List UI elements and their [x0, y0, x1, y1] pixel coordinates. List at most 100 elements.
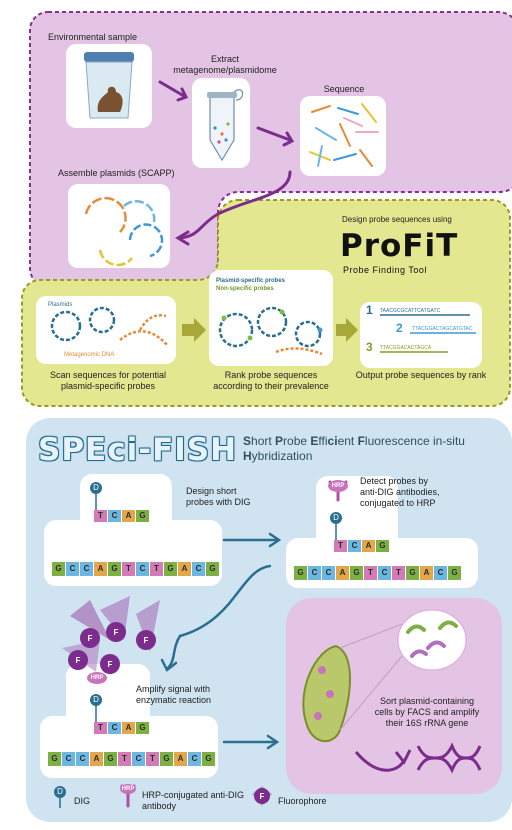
blue-arrows [160, 532, 282, 750]
fluor-letter-3: F [143, 636, 149, 645]
probe3-base: A [122, 722, 135, 734]
probe-detect-illustration [328, 480, 348, 540]
environmental-sample-label: Environmental sample [48, 32, 138, 42]
target1-base: C [136, 562, 149, 576]
top-arrows [158, 80, 295, 246]
assembled-card [68, 184, 170, 268]
amplify-card-top [66, 664, 150, 732]
probe1-base: C [108, 510, 121, 522]
target3-base: T [146, 752, 159, 766]
target3-base: G [202, 752, 215, 766]
target2-base: C [308, 566, 321, 580]
target1-base: C [80, 562, 93, 576]
target2-base: G [448, 566, 461, 580]
subtitle-part: E [310, 434, 319, 448]
hrp-label-probe2: HRP [331, 483, 345, 489]
subtitle-part: ybridization [251, 449, 313, 463]
target1-base: G [52, 562, 65, 576]
fluor-letter-1: F [87, 634, 93, 643]
probe1-base: A [122, 510, 135, 522]
sequence-card [300, 96, 386, 176]
legend-hrp-letter: HRP [121, 786, 135, 792]
legend-hrp-label: HRP-conjugated anti-DIG antibody [142, 790, 245, 811]
rank-2: 2 [396, 321, 403, 335]
target1-base: G [206, 562, 219, 576]
target2-base: A [336, 566, 349, 580]
speci-fish-subtitle: Short Probe Efficient Fluorescence in-si… [243, 434, 483, 464]
target2-base: T [392, 566, 405, 580]
rank-label: Rank probe sequences according to their … [213, 370, 329, 391]
target1-base: C [66, 562, 79, 576]
target3-base: C [188, 752, 201, 766]
target1-base: A [94, 562, 107, 576]
sequence-reads-icon [309, 103, 379, 167]
speci-fish-title: SPEci-FISH [38, 432, 238, 468]
extraction-tube-icon [207, 89, 244, 162]
fluor-letter-5: F [107, 660, 113, 669]
sample-cup-icon [84, 52, 134, 119]
target3-base: C [76, 752, 89, 766]
rank-card [209, 270, 333, 366]
probe2-base: T [334, 540, 347, 552]
fluor-letter-4: F [75, 656, 81, 665]
olive-arrows [182, 318, 358, 342]
probe1-base: G [136, 510, 149, 522]
legend-dig-letter: D [57, 787, 63, 796]
probe1-base: T [94, 510, 107, 522]
metagenomic-dna-label: Metagenomic DNA [64, 352, 115, 358]
design-short-label: Design short probes with DIG [186, 486, 251, 507]
subtitle-part: hort [251, 434, 276, 448]
probe-design-illustration [90, 482, 102, 510]
legend-fluor-label: Fluorophore [278, 796, 327, 806]
fluorophore-cloud [62, 596, 160, 722]
probe2-base: A [362, 540, 375, 552]
non-specific-probes-label: Non-specific probes [216, 286, 274, 292]
target2-base: T [364, 566, 377, 580]
scan-label: Scan sequences for potential plasmid-spe… [49, 370, 167, 391]
rank-3: 3 [366, 340, 373, 354]
scan-plasmids-icon [50, 306, 169, 347]
subtitle-part: ci [327, 434, 338, 448]
legend-dig-label: DIG [74, 796, 91, 806]
subtitle-part: luorescence [364, 434, 433, 448]
target3-base: T [118, 752, 131, 766]
target1-base: G [108, 562, 121, 576]
plasmid-specific-probes-label: Plasmid-specific probes [216, 278, 286, 284]
profit-tool-label: Probe Finding Tool [343, 265, 427, 275]
sort-label: Sort plasmid-containing cells by FACS an… [374, 696, 480, 728]
amplify-label: Amplify signal with enzymatic reaction [136, 684, 212, 705]
subtitle-part: ent [337, 434, 358, 448]
plasmids-label: Plasmids [48, 302, 73, 308]
target2-base: C [378, 566, 391, 580]
target2-base: G [350, 566, 363, 580]
target2-base: G [406, 566, 419, 580]
target2-base: A [420, 566, 433, 580]
legend-fluor-letter: F [259, 792, 265, 801]
probe2-base: C [348, 540, 361, 552]
sequence-label: Sequence [323, 84, 365, 94]
target3-base: G [48, 752, 61, 766]
probe3-base: G [136, 722, 149, 734]
detect-label: Detect probes by anti-DIG antibodies, co… [360, 476, 440, 508]
rank-2-seq: TTACGGACTAGCATGTAC [412, 326, 473, 332]
target1-base: C [192, 562, 205, 576]
rank-3-seq: TTACGGACACTAGCA [380, 345, 432, 351]
design-using-label: Design probe sequences using [342, 215, 452, 224]
assemble-label: Assemble plasmids (SCAPP) [58, 168, 175, 178]
target1-base: A [178, 562, 191, 576]
target3-base: G [160, 752, 173, 766]
target2-base: G [294, 566, 307, 580]
target3-base: A [90, 752, 103, 766]
target3-base: G [104, 752, 117, 766]
dig-letter-probe1: D [93, 483, 99, 492]
legend-icons [54, 784, 272, 808]
dig-letter-probe3: D [93, 695, 99, 704]
hrp-label-probe3: HRP [90, 675, 104, 681]
rank-1: 1 [366, 303, 373, 317]
target3-base: C [62, 752, 75, 766]
subtitle-part: H [243, 449, 252, 463]
subtitle-part: F [357, 434, 365, 448]
dig-letter-probe2: D [333, 513, 339, 522]
output-rank-lines [380, 314, 476, 353]
profit-logo: ProFiT [340, 228, 459, 264]
